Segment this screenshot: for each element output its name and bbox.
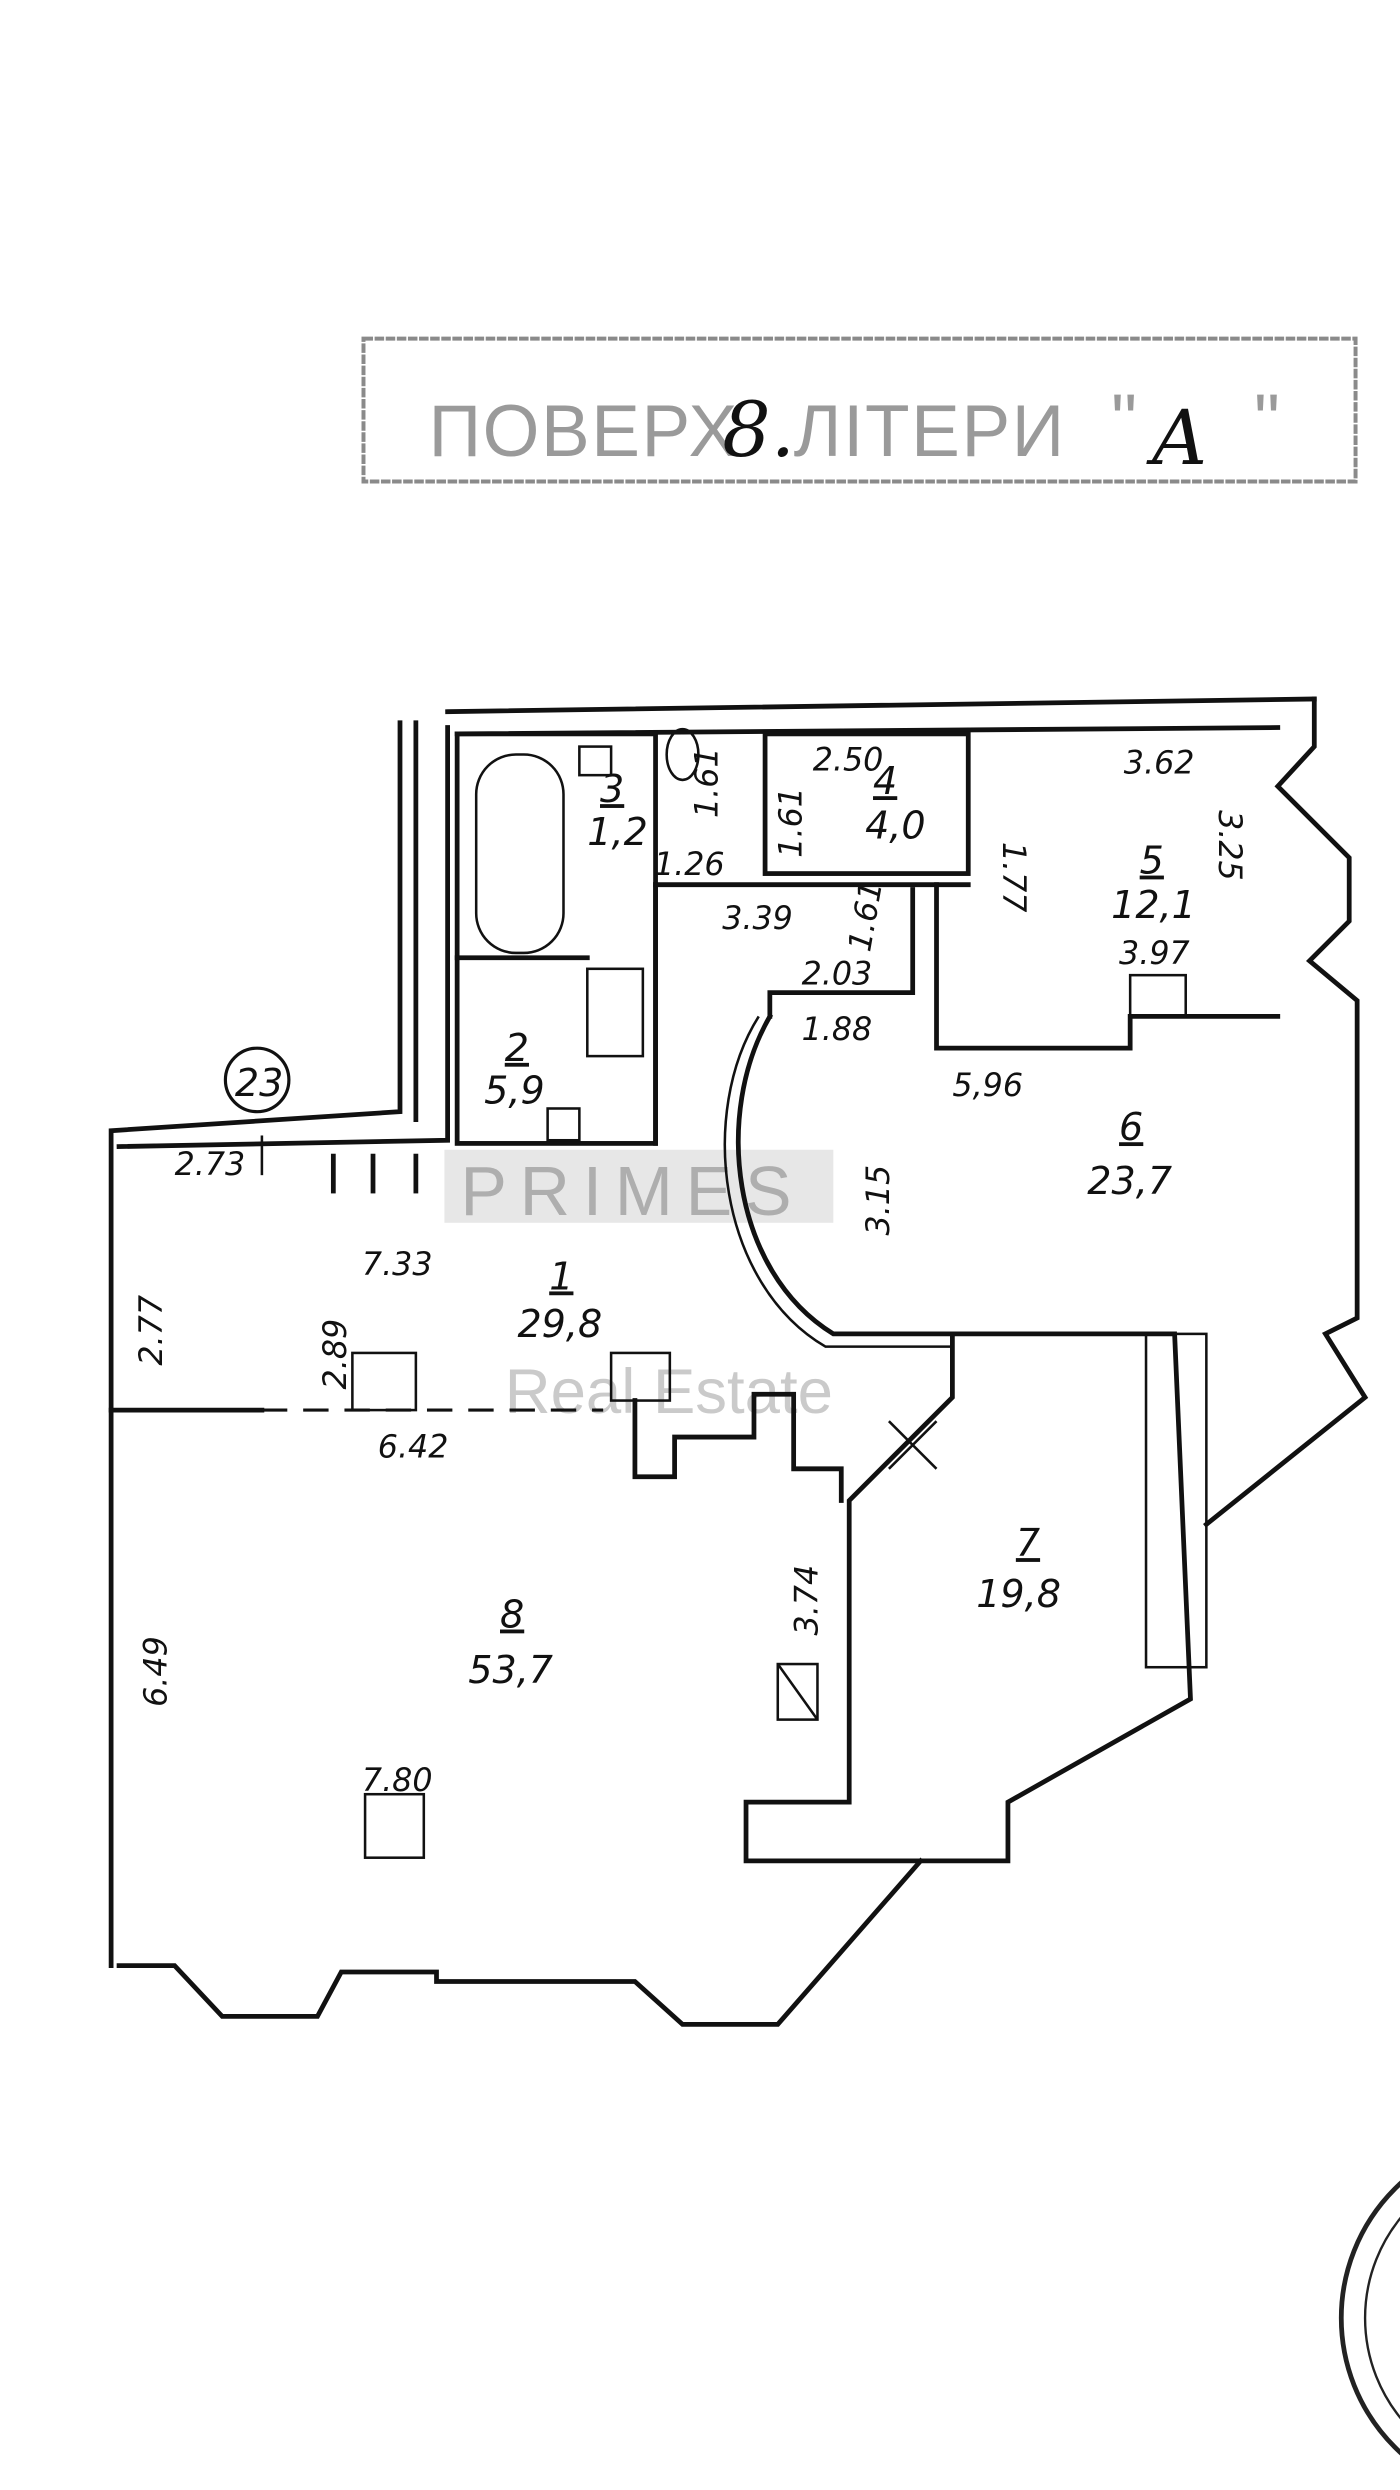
room-4-area: 4,0 [865,804,926,848]
room-3-number: 3 [600,767,624,811]
stamp-letter-label: ЛІТЕРИ [794,391,1066,472]
stamp-quote-open: " [1111,380,1139,461]
stamp-quote-close: " [1254,380,1282,461]
dimension: 3.25 [1211,810,1247,881]
dimension: 3.15 [861,1165,897,1236]
room-2-area: 5,9 [484,1069,545,1113]
dimension: 5,96 [952,1068,1023,1104]
stamp-floor-number: 8. [722,385,795,474]
dimension: 2.89 [318,1319,354,1390]
dimension: 3.39 [722,901,793,937]
dimension: 2.73 [175,1147,246,1183]
room-4-number: 4 [873,759,897,803]
walls [108,696,1369,2027]
room-8-number: 8 [500,1593,524,1637]
room-3-area: 1,2 [587,810,648,854]
room-1-number: 1 [549,1254,573,1298]
dimension: 1.88 [802,1012,873,1048]
room-7-number: 7 [1016,1521,1040,1565]
dimension: 3.74 [789,1565,825,1636]
room-5-number: 5 [1140,839,1164,883]
room-8-area: 53,7 [468,1648,553,1692]
dimension: 3.62 [1124,746,1195,782]
room-7-area: 19,8 [976,1572,1061,1616]
dimension: 2.50 [813,742,884,778]
room-6-number: 6 [1119,1105,1143,1149]
dimension: 7.33 [362,1247,433,1283]
seal-stamp [1338,2180,1400,2456]
dimension: 2.03 [802,957,873,993]
watermark-brand: PRIMES [460,1152,804,1230]
room-2-number: 2 [505,1026,529,1070]
stamp-floor-label: ПОВЕРХ [429,391,739,472]
apartment-number: 23 [235,1061,283,1105]
dimension: 3.97 [1119,936,1190,972]
dimension: 7.80 [362,1763,433,1799]
dimension-labels: 2.50 3.62 1.61 1.61 1.77 3.25 1.26 3.39 … [134,742,1247,1799]
dimension: 2.77 [134,1295,170,1366]
dimension: 1.26 [654,847,725,883]
floor-stamp: ПОВЕРХ 8. ЛІТЕРИ " А " [361,336,1358,484]
room-labels: 1 29,8 2 5,9 3 1,2 4 4,0 5 12,1 6 23,7 7… [468,759,1196,1692]
dimension: 1.61 [842,878,890,954]
room-5-area: 12,1 [1111,883,1196,927]
dimension: 6.49 [139,1636,175,1707]
apartment-number-marker: 23 [223,1046,291,1114]
dimension: 1.77 [995,842,1031,913]
dimension: 1.61 [774,787,810,858]
room-6-area: 23,7 [1087,1159,1172,1203]
watermark: PRIMES Real Estate [444,1149,834,1427]
stamp-letter: А [1146,393,1209,482]
room-1-area: 29,8 [517,1302,602,1346]
dimension: 1.61 [689,747,725,818]
dimension: 6.42 [378,1430,449,1466]
